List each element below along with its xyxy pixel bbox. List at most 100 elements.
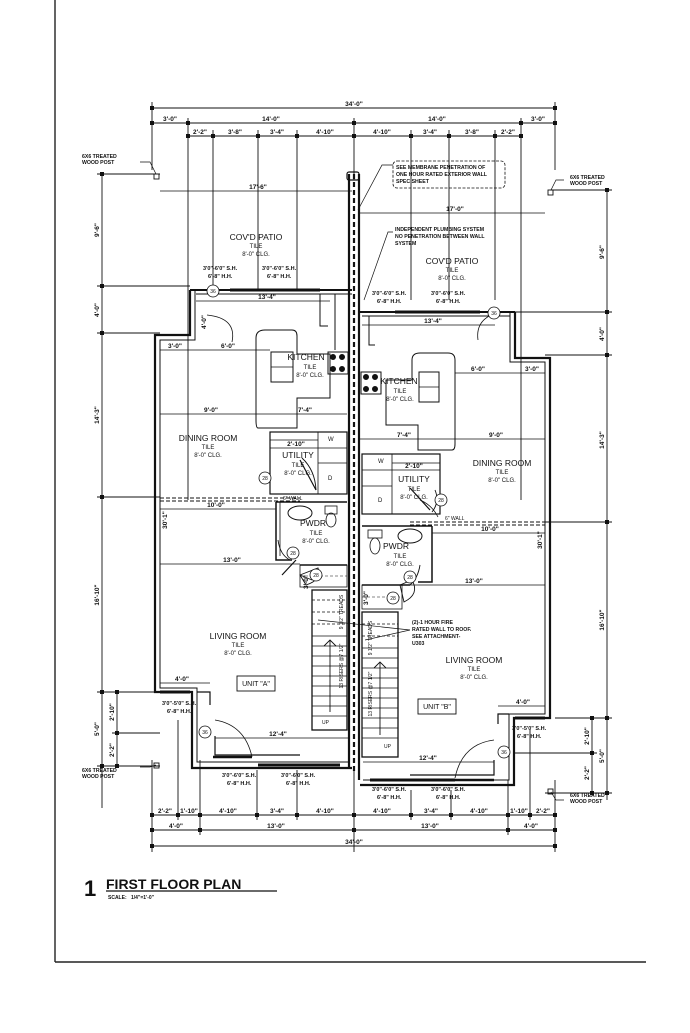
unit-a-powder-finish: TILE: [310, 531, 323, 537]
dim-right-1: 4'-0": [599, 327, 606, 341]
unit-b-label-box: [417, 698, 457, 715]
unit-b-utility-ceiling: 8'-0" CLG.: [400, 495, 428, 501]
unit-a-dining-name: DINING ROOM: [179, 433, 238, 443]
unit-b-front-window-1: 3'0"-6'0" S.H.: [372, 787, 407, 793]
unit-b-powder-ceiling: 8'-0" CLG.: [386, 562, 414, 568]
door-tag-2: 28: [262, 476, 268, 482]
unit-b-front-window-1-hh: 6'-8" H.H.: [377, 795, 402, 801]
membrane-note-3: SPEC SHEET: [396, 179, 430, 185]
left-dimensions: [97, 173, 190, 808]
dim-kitchen-a-bottom: 7'-4": [298, 407, 312, 414]
unit-a-patio-finish: TILE: [250, 244, 263, 250]
dim-door-a: 4'-0": [201, 315, 208, 329]
dim-right-6: 2'-2": [584, 766, 591, 780]
dim-living-a-top: 10'-0": [207, 502, 225, 509]
unit-a-patio-window-1-hh: 6'-8" H.H.: [208, 274, 233, 280]
door-tag-1: 36: [491, 311, 497, 317]
unit-b-kitchen-finish: TILE: [394, 389, 407, 395]
unit-b-patio-finish: TILE: [446, 268, 459, 274]
dim-bot-0: 2'-2": [158, 808, 172, 815]
dim-entry-a: 4'-0": [175, 676, 189, 683]
door-tag-8: 36: [202, 730, 208, 736]
dim-kitchen-a-mid: 6'-0": [221, 343, 235, 350]
unit-b-utility-finish: TILE: [408, 487, 421, 493]
unit-a-patio-window-2: 3'0"-6'0" S.H.: [262, 266, 297, 272]
right-dimensions: [510, 189, 612, 800]
unit-a-dining-ceiling: 8'-0" CLG.: [194, 453, 222, 459]
unit-a-living-finish: TILE: [232, 643, 245, 649]
unit-a-patio-ceiling: 8'-0" CLG.: [242, 252, 270, 258]
dim-bot-7: 4'-10": [470, 808, 488, 815]
dim-top-overall: 34'-0": [345, 101, 363, 108]
firewall-note-4: U303: [412, 641, 425, 647]
dim-bot-6: 3'-4": [424, 808, 438, 815]
unit-a-washer: W: [328, 437, 334, 443]
unit-b-dining-name: DINING ROOM: [473, 458, 532, 468]
drawing-title: FIRST FLOOR PLAN: [106, 876, 241, 892]
post-note-bl-1: 6X6 TREATED: [82, 768, 117, 774]
dim-bot-overall: 34'-0": [345, 839, 363, 846]
dim-kitchen-b-bottom: 7'-4": [397, 432, 411, 439]
unit-a-kitchen-name: KITCHEN: [287, 352, 324, 362]
left-dim-ticks: [100, 172, 119, 768]
dim-left-4: 5'-0": [94, 722, 101, 736]
leader-lines: [140, 161, 564, 801]
unit-b-front-window-2-hh: 6'-8" H.H.: [436, 795, 461, 801]
unit-a-stair-treads: 9 1/2" TREADS: [339, 594, 345, 629]
unit-b-side-window-hh: 6'-8" H.H.: [517, 734, 542, 740]
dim-patio-b: 17'-0": [446, 206, 464, 213]
dim-right-0: 9'-6": [599, 245, 606, 259]
dim-stair-b: 3'-0": [363, 591, 370, 605]
dim-top-4: 3'-0": [531, 116, 545, 123]
unit-b-patio-name: COV'D PATIO: [426, 256, 479, 266]
unit-b-stair-treads: 9 1/2" TREADS: [368, 620, 374, 655]
dim-top-r3-4: 4'-10": [373, 129, 391, 136]
dim-living-b-mid: 13'-0": [465, 578, 483, 585]
dim-left-6: 2'-2": [109, 743, 116, 757]
top-dim-ticks: [150, 106, 557, 138]
dim-bot-r2-0: 4'-0": [169, 823, 183, 830]
plumbing-note-2: NO PENETRATION BETWEEN WALL: [395, 234, 485, 240]
dim-bot-2: 4'-10": [219, 808, 237, 815]
unit-b-patio-window-1-hh: 6'-8" H.H.: [377, 299, 402, 305]
unit-a-side-window-hh: 6'-8" H.H.: [167, 709, 192, 715]
dim-top-2: 14'-0": [262, 116, 280, 123]
unit-b-patio-window-1: 3'0"-6'0" S.H.: [372, 291, 407, 297]
door-tag-0: 36: [210, 289, 216, 295]
dim-top-3: 14'-0": [428, 116, 446, 123]
dim-bot-r2-2: 13'-0": [421, 823, 439, 830]
unit-a-dryer: D: [328, 476, 333, 482]
unit-a-front-window-1: 3'0"-6'0" S.H.: [222, 773, 257, 779]
post-note-tr-1: 6X6 TREATED: [570, 175, 605, 181]
dim-living-b-top: 10'-0": [481, 526, 499, 533]
bottom-dim-ticks: [150, 813, 557, 848]
dim-bot-r2-1: 13'-0": [267, 823, 285, 830]
dim-top-r3-1: 3'-8": [228, 129, 242, 136]
dim-entry-b: 4'-0": [516, 699, 530, 706]
firewall-note-3: SEE ATTACHMENT-: [412, 634, 461, 640]
unit-a-stair-up: UP: [322, 720, 330, 726]
unit-a-stair-risers: 13 RISERS @7 1/2": [339, 643, 345, 688]
dim-patio-b-inner: 13'-4": [424, 318, 442, 325]
dim-stair-a: 3'-0": [303, 575, 310, 589]
unit-a-patio-window-2-hh: 6'-8" H.H.: [267, 274, 292, 280]
dim-top-r3-5: 3'-4": [423, 129, 437, 136]
unit-a-front-window-1-hh: 6'-8" H.H.: [227, 781, 252, 787]
dim-top-1: 3'-0": [163, 116, 177, 123]
dim-bot-8: 1'-10": [510, 808, 528, 815]
dim-bot-4: 4'-10": [316, 808, 334, 815]
dim-kitchen-b-mid: 6'-0": [471, 366, 485, 373]
unit-a-dining-finish: TILE: [202, 445, 215, 451]
unit-b-kitchen-ceiling: 8'-0" CLG.: [386, 397, 414, 403]
dim-bot-5: 4'-10": [373, 808, 391, 815]
unit-b-6in-wall: 6" WALL: [445, 516, 465, 522]
firewall-note-2: RATED WALL TO ROOF.: [412, 627, 472, 633]
unit-a-powder-name: PWDR: [300, 518, 326, 528]
membrane-note-box: [392, 160, 506, 189]
drawing-number: 1: [84, 876, 96, 901]
right-dim-ticks: [590, 188, 609, 795]
dim-right-3: 16'-10": [599, 609, 606, 630]
dim-top-r3-3: 4'-10": [316, 129, 334, 136]
dim-utility-a: 2'-10": [287, 441, 305, 448]
dim-side-a: 30'-1": [162, 511, 169, 529]
